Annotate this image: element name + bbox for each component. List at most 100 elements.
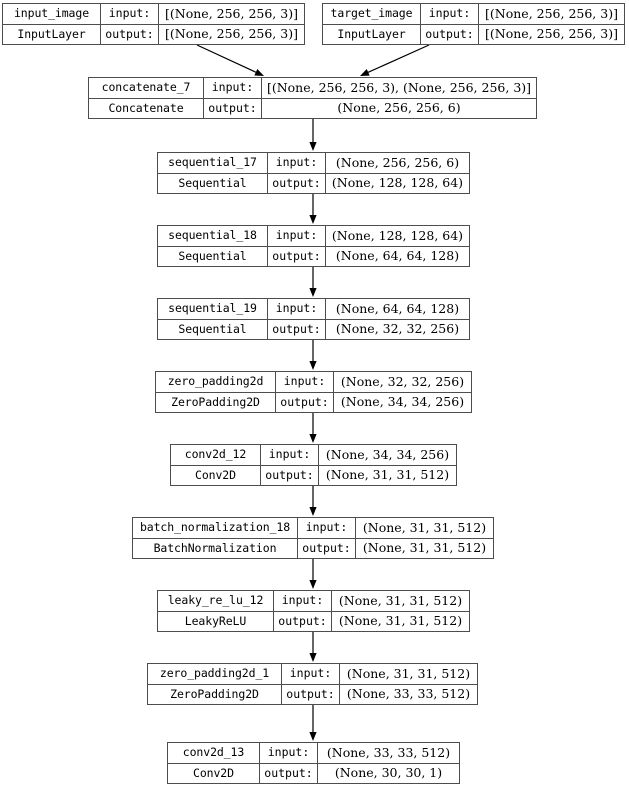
output-label: output: xyxy=(260,763,318,783)
output-label: output: xyxy=(282,684,340,704)
output-label: output: xyxy=(101,24,159,44)
layer-class: Conv2D xyxy=(171,465,261,485)
arrowhead xyxy=(309,288,317,297)
output-shape: (None, 128, 128, 64) xyxy=(331,175,464,190)
layer-class: InputLayer xyxy=(323,24,421,44)
layer-name: sequential_17 xyxy=(158,153,268,173)
layer-class: Sequential xyxy=(158,319,268,339)
input-label: input: xyxy=(282,664,340,684)
output-label: output: xyxy=(261,465,319,485)
input-shape: (None, 31, 31, 512) xyxy=(362,519,487,535)
layer-class: Concatenate xyxy=(89,98,204,118)
output-label: output: xyxy=(276,392,334,412)
arrowhead xyxy=(309,507,317,516)
input-label: input: xyxy=(261,445,319,465)
output-label: output: xyxy=(421,24,479,44)
edge-zero_padding2d_1-to-conv2d_13 xyxy=(309,705,317,741)
input-shape: (None, 33, 33, 512) xyxy=(326,744,451,760)
input-shape: [(None, 256, 256, 3)] xyxy=(485,5,618,21)
layer-name: conv2d_12 xyxy=(171,445,261,465)
input-shape: (None, 64, 64, 128) xyxy=(335,300,460,316)
layer-class: Sequential xyxy=(158,246,268,266)
arrowhead xyxy=(254,68,264,76)
input-label: input: xyxy=(268,299,326,319)
arrowhead xyxy=(309,732,317,741)
arrowhead xyxy=(309,215,317,224)
layer-name: leaky_re_lu_12 xyxy=(158,591,274,611)
output-shape: (None, 32, 32, 256) xyxy=(335,321,460,336)
input-label: input: xyxy=(204,78,262,98)
edge-input_image-to-concatenate_7 xyxy=(196,44,264,76)
layer-class: ZeroPadding2D xyxy=(148,684,282,704)
input-shape: [(None, 256, 256, 3), (None, 256, 256, 3… xyxy=(266,79,532,95)
input-shape: (None, 34, 34, 256) xyxy=(325,446,450,462)
arrowhead xyxy=(309,142,317,151)
output-shape: (None, 34, 34, 256) xyxy=(340,394,465,409)
layer-name: zero_padding2d xyxy=(156,372,276,392)
arrowhead xyxy=(309,434,317,443)
edge-sequential_19-to-zero_padding2d xyxy=(309,340,317,370)
output-shape: (None, 31, 31, 512) xyxy=(338,613,463,628)
layer-class: InputLayer xyxy=(3,24,101,44)
input-label: input: xyxy=(260,743,318,763)
input-shape: [(None, 256, 256, 3)] xyxy=(165,5,298,21)
input-shape: (None, 31, 31, 512) xyxy=(338,592,463,608)
layer-name: conv2d_13 xyxy=(168,743,260,763)
edge-sequential_18-to-sequential_19 xyxy=(309,267,317,297)
layer-class: LeakyReLU xyxy=(158,611,274,631)
input-shape: (None, 256, 256, 6) xyxy=(335,154,460,170)
layer-name: input_image xyxy=(3,4,101,24)
input-label: input: xyxy=(276,372,334,392)
output-shape: (None, 33, 33, 512) xyxy=(346,686,471,701)
layer-name: concatenate_7 xyxy=(89,78,204,98)
input-label: input: xyxy=(298,518,356,538)
arrowhead xyxy=(309,653,317,662)
output-shape: (None, 30, 30, 1) xyxy=(334,765,443,780)
output-label: output: xyxy=(298,538,356,558)
edge-conv2d_12-to-batch_normalization_18 xyxy=(309,486,317,516)
output-label: output: xyxy=(204,98,262,118)
output-label: output: xyxy=(268,173,326,193)
output-shape: [(None, 256, 256, 3)] xyxy=(165,26,298,41)
output-label: output: xyxy=(268,319,326,339)
output-shape: (None, 256, 256, 6) xyxy=(337,100,461,115)
layer-class: Conv2D xyxy=(168,763,260,783)
output-shape: [(None, 256, 256, 3)] xyxy=(485,26,618,41)
input-shape: (None, 31, 31, 512) xyxy=(346,665,471,681)
layer-class: BatchNormalization xyxy=(133,538,298,558)
input-shape: (None, 32, 32, 256) xyxy=(340,373,465,389)
input-label: input: xyxy=(274,591,332,611)
edge-target_image-to-concatenate_7 xyxy=(360,44,430,76)
output-shape: (None, 31, 31, 512) xyxy=(362,540,487,555)
input-label: input: xyxy=(101,4,159,24)
input-label: input: xyxy=(421,4,479,24)
